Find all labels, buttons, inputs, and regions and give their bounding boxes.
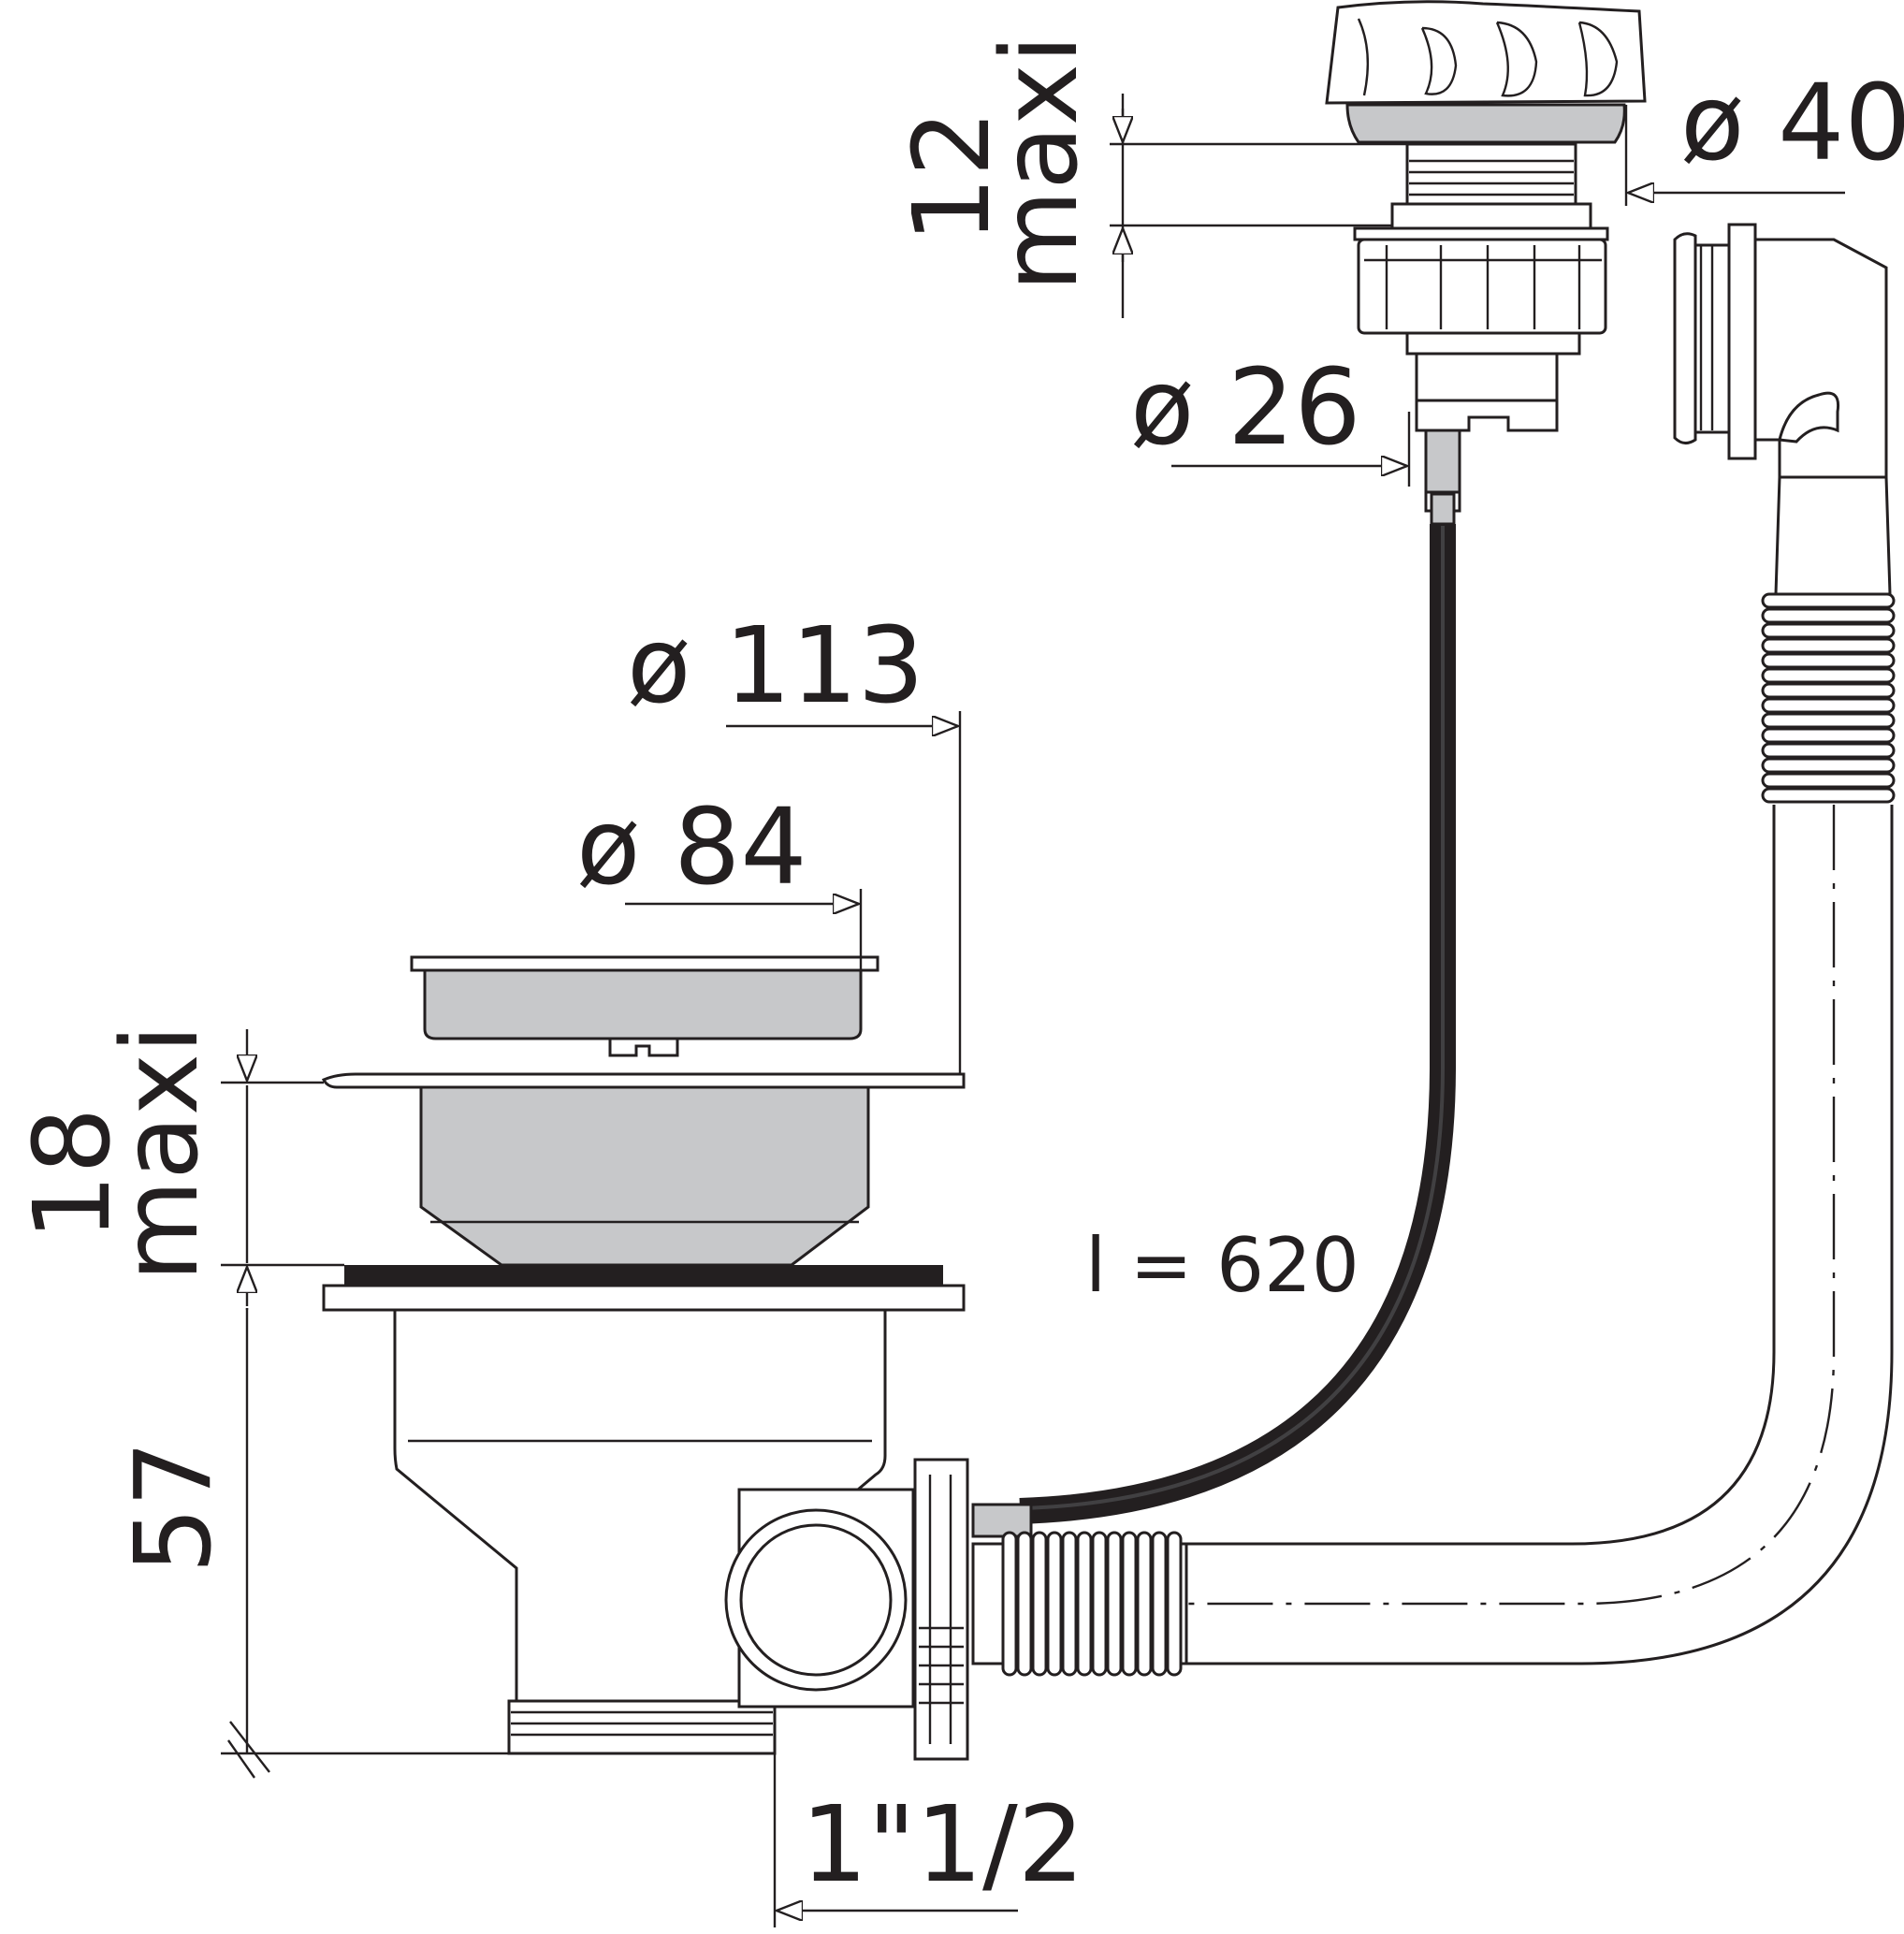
hose-rib bbox=[1761, 712, 1896, 729]
control-cable bbox=[1019, 492, 1456, 1524]
hose-rib bbox=[1761, 652, 1896, 669]
hose-rib bbox=[1761, 727, 1896, 744]
connector-rib bbox=[1076, 1531, 1093, 1677]
hose-rib bbox=[1761, 772, 1896, 789]
connector-rib bbox=[1136, 1531, 1153, 1677]
hose-rib bbox=[1761, 787, 1896, 804]
overflow-tube bbox=[1186, 805, 1894, 1665]
overflow-connector bbox=[724, 1458, 1188, 1761]
overflow-thickness-note: maxi bbox=[980, 35, 1101, 292]
overflow-knob bbox=[1325, 0, 1647, 105]
hose-rib bbox=[1761, 622, 1896, 639]
sink-gasket bbox=[344, 1265, 943, 1286]
cable-diameter-label: ø 26 bbox=[1130, 347, 1361, 469]
connector-rib bbox=[1046, 1531, 1063, 1677]
dim-outlet-thread: 1"1/2 bbox=[773, 1753, 1084, 1927]
overflow-elbow bbox=[1673, 223, 1888, 479]
hose-rib bbox=[1761, 637, 1896, 654]
hose-rib bbox=[1761, 682, 1896, 699]
connector-rib bbox=[1001, 1531, 1018, 1677]
connector-rib bbox=[1016, 1531, 1033, 1677]
connector-rib bbox=[1151, 1531, 1168, 1677]
overflow-thickness-value: 12 bbox=[892, 109, 1013, 243]
dim-sink-thickness: 18 maxi bbox=[12, 1025, 344, 1306]
outlet-thread-label: 1"1/2 bbox=[801, 1784, 1084, 1906]
hose-rib bbox=[1761, 697, 1896, 714]
connector-rib bbox=[1031, 1531, 1048, 1677]
hose-rib bbox=[1761, 757, 1896, 774]
hose-rib bbox=[1761, 607, 1896, 624]
dim-overflow-thickness: 12 maxi bbox=[892, 35, 1407, 318]
dim-strainer-diameter: ø 84 bbox=[576, 787, 863, 970]
overflow-body bbox=[1353, 142, 1609, 513]
cable-length-label: l = 620 bbox=[1085, 1222, 1359, 1309]
connector-rib bbox=[1121, 1531, 1138, 1677]
hose-rib bbox=[1761, 742, 1896, 759]
dim-cable-diameter: ø 26 bbox=[1130, 347, 1411, 487]
hose-rib bbox=[1761, 592, 1896, 609]
strainer-diameter-label: ø 84 bbox=[576, 787, 807, 909]
hose-rib bbox=[1761, 667, 1896, 684]
dim-flange-diameter: ø 113 bbox=[627, 605, 962, 1074]
dim-body-height: 57 bbox=[113, 1308, 769, 1779]
dim-cable-length: l = 620 bbox=[1085, 1222, 1359, 1309]
sink-flange bbox=[321, 1072, 966, 1267]
flange-diameter-label: ø 113 bbox=[627, 605, 924, 727]
body-height-label: 57 bbox=[113, 1440, 235, 1574]
corrugated-hose bbox=[1761, 475, 1896, 804]
dim-overflow-diameter: ø 40 bbox=[1624, 63, 1904, 206]
connector-rib bbox=[1091, 1531, 1108, 1677]
overflow-diameter-label: ø 40 bbox=[1680, 63, 1904, 184]
sink-thickness-note: maxi bbox=[100, 1025, 222, 1282]
overflow-rosette bbox=[1345, 103, 1626, 144]
connector-rib bbox=[1061, 1531, 1078, 1677]
sink-thickness-value: 18 bbox=[12, 1107, 134, 1241]
connector-rib bbox=[1166, 1531, 1183, 1677]
strainer-basket bbox=[410, 955, 879, 1057]
connector-rib bbox=[1106, 1531, 1123, 1677]
